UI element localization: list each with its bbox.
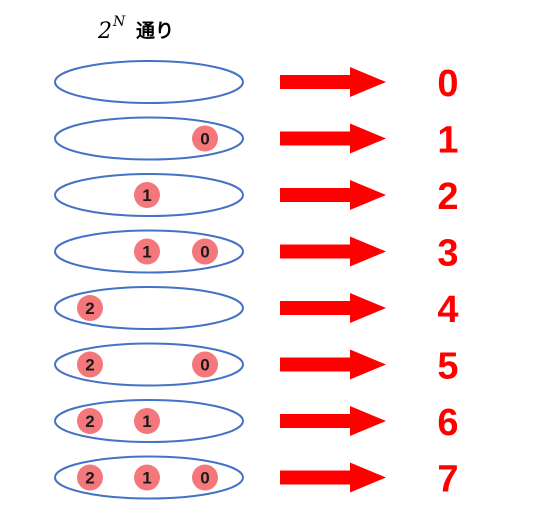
bit-1-marker: [134, 238, 160, 265]
row-0: 0: [54, 60, 459, 105]
title-suffix: 通り: [136, 20, 174, 42]
bit-1-marker: [134, 408, 160, 434]
bit-0-label: 0: [200, 356, 209, 375]
result-value: 2: [437, 176, 458, 218]
right-arrow-icon: [280, 123, 386, 154]
bit-0-label: 0: [200, 243, 209, 262]
right-arrow-icon: [280, 180, 386, 210]
right-arrow-icon: [280, 67, 386, 97]
bit-2-marker: [77, 295, 103, 321]
bit-2-label: 2: [85, 412, 94, 431]
bit-0-label: 0: [200, 130, 209, 149]
result-value: 0: [437, 63, 458, 105]
bit-1-label: 1: [142, 412, 151, 431]
result-value: 6: [437, 402, 458, 444]
bit-1-marker: [134, 464, 160, 491]
bit-ring: [54, 60, 244, 104]
row-3: 1 0 3: [54, 229, 459, 275]
right-arrow-icon: [280, 236, 386, 267]
bit-0-label: 0: [200, 469, 209, 488]
row-5: 2 0 5: [54, 342, 459, 388]
bit-2-marker: [77, 408, 103, 434]
right-arrow-icon: [280, 462, 386, 493]
row-6: 2 1 6: [54, 399, 459, 444]
right-arrow-icon: [280, 293, 386, 323]
bit-0-marker: [192, 464, 218, 491]
bit-2-label: 2: [85, 356, 94, 375]
bit-0-marker: [192, 125, 218, 152]
bit-1-label: 1: [142, 243, 151, 262]
title: 2 N 通り: [97, 14, 174, 44]
bit-ring: [54, 116, 244, 161]
bit-0-marker: [192, 238, 218, 265]
title-base: 2: [97, 19, 112, 44]
bit-2-label: 2: [85, 299, 94, 318]
result-value: 4: [437, 289, 458, 331]
bit-ring: [54, 286, 244, 330]
right-arrow-icon: [280, 349, 386, 380]
bit-2-label: 2: [85, 469, 94, 488]
bit-ring: [54, 342, 244, 387]
bit-1-label: 1: [142, 469, 151, 488]
result-value: 3: [437, 233, 458, 275]
bit-2-marker: [77, 464, 103, 491]
title-exponent: N: [112, 14, 126, 30]
row-7: 2 1 0 7: [54, 455, 459, 501]
right-arrow-icon: [280, 406, 386, 436]
bit-1-marker: [134, 182, 160, 208]
bit-1-label: 1: [142, 186, 151, 205]
bit-0-marker: [192, 351, 218, 378]
result-value: 5: [437, 346, 458, 388]
bit-2-marker: [77, 351, 103, 378]
result-value: 7: [437, 459, 458, 501]
result-value: 1: [437, 120, 458, 162]
